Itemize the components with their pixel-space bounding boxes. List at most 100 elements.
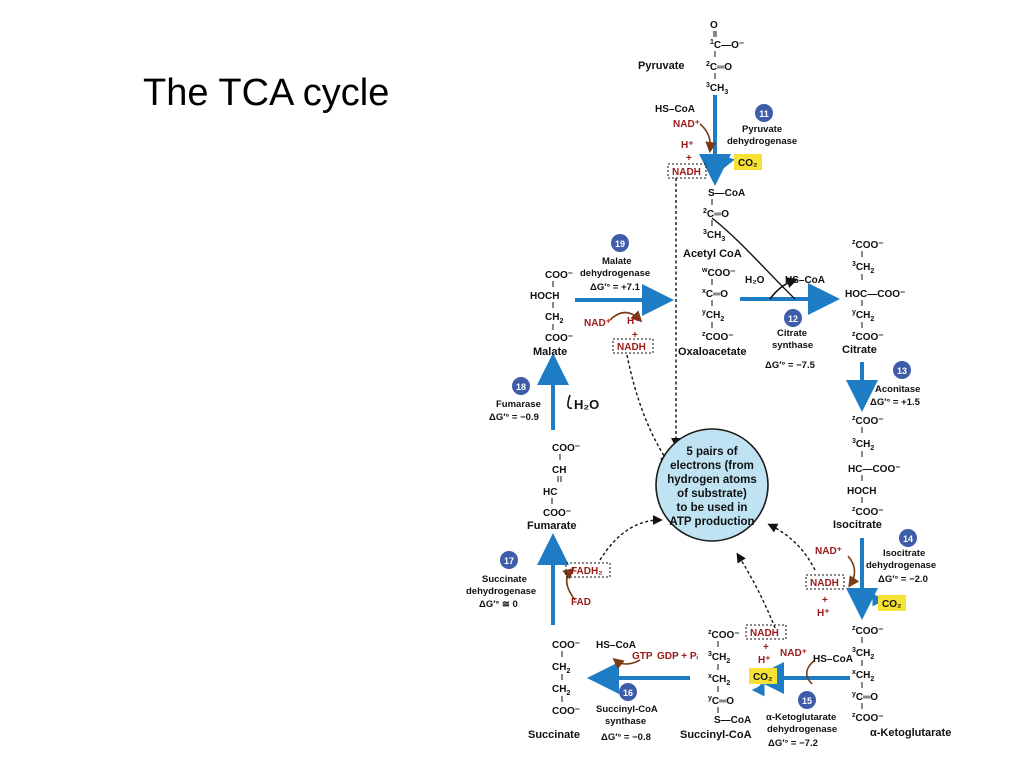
svg-text:yC═O: yC═O [852,691,878,703]
center-line: electrons (from [670,460,754,472]
succinyl-coa-structure: zCOO⁻ 3CH2 xCH2 yC═O S—CoA [708,629,751,726]
gdp-pi-label: GDP + Pᵢ [657,651,699,662]
svg-text:HC—COO⁻: HC—COO⁻ [848,464,901,475]
h-label: H⁺ [627,316,640,327]
svg-text:COO⁻: COO⁻ [545,270,573,281]
enzyme-name: Aconitase [875,384,920,395]
ketoglutarate-label: α-Ketoglutarate [870,727,951,739]
svg-text:2C═O: 2C═O [703,208,729,220]
svg-text:yCH2: yCH2 [852,309,874,323]
svg-text:zCOO⁻: zCOO⁻ [852,415,884,427]
nadh-box [745,624,787,640]
citrate-label: Citrate [842,344,877,356]
svg-text:zCOO⁻: zCOO⁻ [702,331,734,343]
center-line: to be used in [677,502,748,514]
svg-text:S—CoA: S—CoA [714,715,751,726]
svg-text:xC═O: xC═O [702,288,728,300]
svg-text:16: 16 [623,688,633,698]
electron-pool-circle: 5 pairs of electrons (from hydrogen atom… [655,428,769,542]
delta-g: ΔG′° ≅ 0 [479,599,518,610]
plus-label: + [686,153,692,164]
svg-text:3CH2: 3CH2 [708,651,730,665]
h-label: H⁺ [758,655,771,666]
enzyme-name: α-Ketoglutarate [766,712,836,723]
svg-text:yC═O: yC═O [708,695,734,707]
enzyme-name: dehydrogenase [767,724,837,735]
plus-label: + [763,642,769,653]
enzyme-name: synthase [772,340,813,351]
svg-text:11: 11 [759,109,769,119]
svg-text:HOC—COO⁻: HOC—COO⁻ [845,289,905,300]
isocitrate-structure: zCOO⁻ 3CH2 HC—COO⁻ HOCH zCOO⁻ [847,415,901,518]
svg-text:15: 15 [802,696,812,706]
svg-text:3CH3: 3CH3 [703,229,725,243]
citrate-structure: zCOO⁻ 3CH2 HOC—COO⁻ yCH2 zCOO⁻ [845,239,905,343]
step-15-badge: 15 [798,691,816,709]
gtp-label: GTP [632,651,653,662]
nad-label: NAD⁺ [780,648,807,659]
step-16-badge: 16 [619,683,637,701]
enzyme-name: Malate [602,256,632,267]
nadh-box [612,338,654,354]
nadh-label: NADH [750,628,779,639]
enzyme-name: Pyruvate [742,124,782,135]
hscoa-label: HS–CoA [596,640,636,651]
co2-label: CO₂ [753,672,772,683]
svg-text:3CH2: 3CH2 [852,647,874,661]
step-12-badge: 12 [784,309,802,327]
h-label: H⁺ [817,608,830,619]
svg-text:14: 14 [903,534,913,544]
svg-text:COO⁻: COO⁻ [552,706,580,717]
h2o-label: H₂O [574,397,599,412]
svg-text:2C═O: 2C═O [706,61,732,73]
malate-label: Malate [533,346,567,358]
svg-text:3CH2: 3CH2 [852,261,874,275]
co2-box [878,595,906,611]
malate-structure: COO⁻ HOCH CH2 COO⁻ [530,270,573,344]
nadh-label: NADH [810,578,839,589]
enzyme-name: Citrate [777,328,807,339]
pyruvate-structure: O 1C—O⁻ 2C═O 3CH3 [706,20,744,96]
hscoa-label: HS–CoA [655,104,695,115]
nadh-box [805,574,845,590]
svg-text:HOCH: HOCH [847,486,876,497]
plus-label: + [632,330,638,341]
svg-text:yCH2: yCH2 [702,309,724,323]
delta-g: ΔG′° = −0.9 [489,412,539,423]
enzyme-name: Fumarase [496,399,541,410]
delta-g: ΔG′° = +7.1 [590,282,641,293]
svg-text:COO⁻: COO⁻ [545,333,573,344]
nadh-label: NADH [617,342,646,353]
center-line: 5 pairs of [686,446,737,458]
svg-text:zCOO⁻: zCOO⁻ [852,712,884,724]
svg-text:xCH2: xCH2 [852,669,874,683]
enzyme-name: Isocitrate [883,548,925,559]
delta-g: ΔG′° = +1.5 [870,397,921,408]
delta-g: ΔG′° = −2.0 [878,574,928,585]
svg-text:COO⁻: COO⁻ [552,640,580,651]
h2o-label: H₂O [745,275,765,286]
succinyl-coa-label: Succinyl-CoA [680,729,752,741]
fumarate-label: Fumarate [527,520,577,532]
svg-text:18: 18 [516,382,526,392]
step-18-badge: 18 [512,377,530,395]
enzyme-name: dehydrogenase [580,268,650,279]
step-19-badge: 19 [611,234,629,252]
succinate-label: Succinate [528,729,580,741]
svg-text:S—CoA: S—CoA [708,188,745,199]
center-line: hydrogen atoms [667,474,756,486]
acetyl-coa-structure: S—CoA 2C═O 3CH3 [703,188,745,243]
isocitrate-label: Isocitrate [833,519,882,531]
h-label: H⁺ [681,140,694,151]
enzyme-name: synthase [605,716,646,727]
co2-label: CO₂ [738,158,757,169]
svg-text:wCOO⁻: wCOO⁻ [701,267,736,279]
nadh-label: NADH [672,167,701,178]
enzyme-name: dehydrogenase [727,136,797,147]
slide-title: The TCA cycle [143,72,390,114]
fadh2-box [565,562,611,578]
enzyme-name: dehydrogenase [466,586,536,597]
svg-text:3CH3: 3CH3 [706,82,728,96]
step-17-badge: 17 [500,551,518,569]
fadh2-label: FADH₂ [571,566,603,577]
